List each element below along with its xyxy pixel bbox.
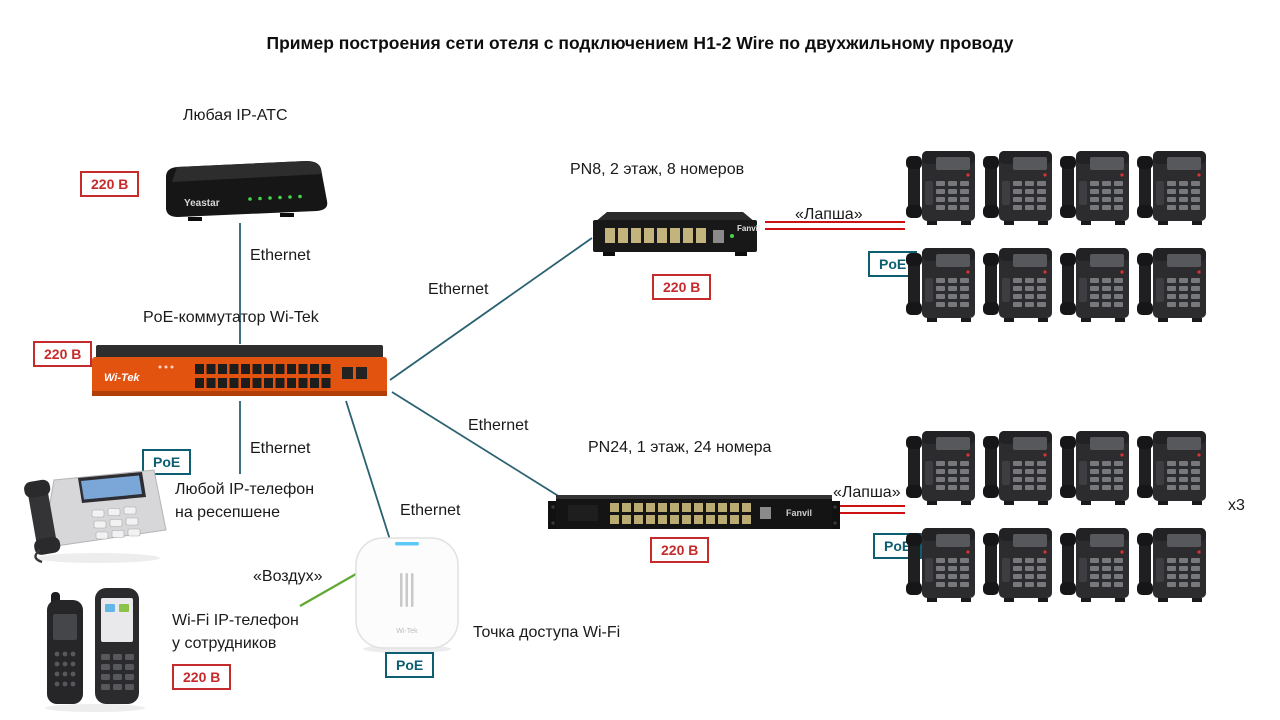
- reception-poe-badge: PoE: [142, 449, 192, 475]
- pn24-power-badge: 220 В: [650, 537, 710, 563]
- wire-switch-pn24: [391, 391, 561, 498]
- ethernet-label-pn24: Ethernet: [468, 417, 529, 434]
- room-phone-icon: [982, 145, 1054, 229]
- lapsha-label-pn8: «Лапша»: [795, 206, 863, 223]
- core-switch-power-badge: 220 В: [33, 341, 93, 367]
- room-phone-icon: [982, 522, 1054, 606]
- ethernet-label-pn8: Ethernet: [428, 281, 489, 298]
- wire-switch-pn8: [389, 237, 593, 381]
- ethernet-label-ap: Ethernet: [400, 502, 461, 519]
- core-switch-brand-text: Wi-Tek: [104, 372, 140, 384]
- pn8-phones-grid: [905, 145, 1208, 326]
- pbx-brand-text: Yeastar: [184, 198, 220, 209]
- pbx-power-badge: 220 В: [80, 171, 140, 197]
- room-phone-icon: [1059, 145, 1131, 229]
- room-phone-icon: [982, 242, 1054, 326]
- pbx-led-row: [248, 194, 302, 201]
- pn8-power-badge: 220 В: [652, 274, 712, 300]
- reception-keypad: [91, 506, 141, 540]
- room-phone-icon: [1059, 522, 1131, 606]
- room-phone-icon: [1059, 242, 1131, 326]
- reception-label-line2: на ресепшене: [175, 504, 281, 521]
- room-phone-icon: [1136, 425, 1208, 509]
- ethernet-label-reception: Ethernet: [250, 440, 311, 457]
- pn8-brand-text: Fanvil: [737, 224, 760, 233]
- access-point-image: Wi-Tek: [355, 537, 459, 653]
- pn8-label: PN8, 2 этаж, 8 номеров: [570, 161, 745, 178]
- access-point-label: Точка доступа Wi-Fi: [473, 624, 621, 641]
- room-phone-icon: [1136, 145, 1208, 229]
- reception-handset: [24, 479, 61, 555]
- wire-air-wifi: [299, 573, 357, 607]
- vozduh-label: «Воздух»: [253, 568, 323, 585]
- multiplier-label: x3: [1228, 497, 1245, 514]
- wifi-handset-left: [47, 592, 83, 704]
- pbx-label: Любая IP-АТС: [183, 107, 288, 124]
- pn24-device-image: Fanvil: [548, 495, 840, 529]
- pn24-brand-text: Fanvil: [786, 508, 812, 518]
- room-phone-icon: [1136, 242, 1208, 326]
- pn24-label: PN24, 1 этаж, 24 номера: [588, 439, 772, 456]
- pn24-phones-grid: [905, 425, 1208, 606]
- wifi-phone-label-line2: у сотрудников: [172, 635, 277, 652]
- room-phone-icon: [1059, 425, 1131, 509]
- room-phone-icon: [905, 425, 977, 509]
- ethernet-label-pbx: Ethernet: [250, 247, 311, 264]
- room-phone-icon: [982, 425, 1054, 509]
- core-switch-ports: [158, 364, 367, 388]
- room-phone-icon: [1136, 522, 1208, 606]
- room-phone-icon: [905, 145, 977, 229]
- pn24-ports: [568, 503, 771, 524]
- diagram-title: Пример построения сети отеля с подключен…: [266, 33, 1014, 53]
- pn8-device-image: Fanvil: [593, 212, 760, 256]
- reception-label-line1: Любой IP-телефон: [175, 481, 315, 498]
- wifi-phones-image: [45, 588, 145, 712]
- pbx-device-image: Yeastar: [166, 161, 328, 221]
- lapsha-label-pn24: «Лапша»: [833, 484, 901, 501]
- core-switch-label: PoE-коммутатор Wi-Tek: [143, 309, 319, 326]
- room-phone-icon: [905, 522, 977, 606]
- wifi-phone-power-badge: 220 В: [172, 664, 232, 690]
- ap-brand-text: Wi-Tek: [396, 628, 418, 635]
- wire-switch-ap: [345, 400, 393, 547]
- reception-phone-image: [24, 469, 167, 564]
- ap-led: [395, 542, 419, 546]
- core-switch-image: Wi-Tek: [92, 345, 387, 396]
- wifi-handset-right: [95, 588, 139, 704]
- ap-poe-badge: PoE: [385, 652, 435, 678]
- wifi-phone-label-line1: Wi-Fi IP-телефон: [172, 612, 299, 629]
- pn8-ports: [605, 228, 734, 243]
- room-phone-icon: [905, 242, 977, 326]
- ap-vent-slots: [400, 573, 414, 607]
